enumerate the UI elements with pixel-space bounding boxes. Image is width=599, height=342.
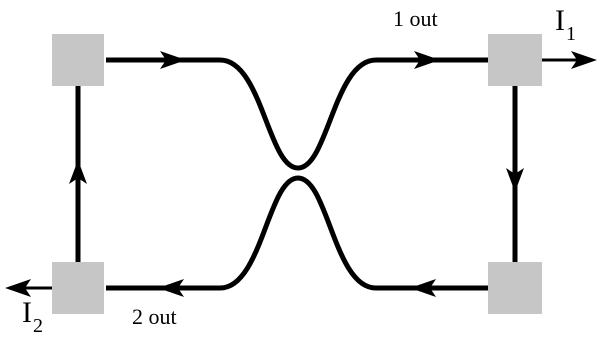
top-coupler-waveguide: [106, 57, 488, 171]
arrow-right-down-icon: [506, 168, 524, 192]
node-top-right: [488, 34, 542, 86]
arrow-output-i1-icon: [571, 51, 597, 69]
arrow-bottom-right-left-icon: [410, 279, 436, 297]
current-subscript-i1: 1: [566, 23, 576, 45]
arrow-left-up-icon: [69, 160, 87, 184]
current-label-i1: I1: [555, 4, 576, 45]
node-bottom-left: [52, 262, 104, 314]
current-symbol-i1: I: [555, 4, 565, 37]
current-symbol-i2: I: [22, 296, 32, 329]
bottom-coupler-waveguide: [106, 175, 488, 291]
arrow-bottom-left-left-icon: [158, 279, 184, 297]
arrow-output-i2-icon: [5, 279, 31, 297]
node-top-left: [52, 34, 104, 86]
arrow-top-left-right-icon: [160, 51, 186, 69]
node-bottom-right: [488, 262, 542, 314]
current-label-i2: I2: [22, 296, 43, 337]
arrow-top-right-right-icon: [414, 51, 440, 69]
port-label-2-out: 2 out: [132, 304, 177, 329]
current-subscript-i2: 2: [33, 315, 43, 337]
port-label-1-out: 1 out: [393, 6, 438, 31]
